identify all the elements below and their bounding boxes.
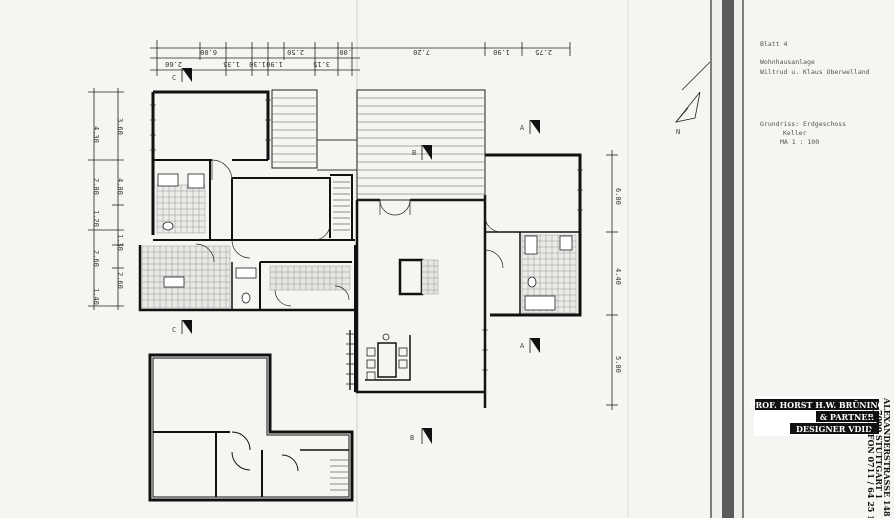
terrace-hatching bbox=[271, 89, 486, 201]
svg-text:1.35: 1.35 bbox=[223, 60, 240, 68]
svg-text:2.60: 2.60 bbox=[92, 250, 100, 267]
stamp-line2: & PARTNER bbox=[820, 412, 875, 422]
svg-text:B: B bbox=[410, 434, 414, 442]
svg-text:2.00: 2.00 bbox=[92, 178, 100, 195]
north-label: N bbox=[676, 128, 680, 136]
drawing-subtitle: Keller bbox=[783, 129, 807, 137]
section-marker-c-bottom: C bbox=[172, 320, 192, 334]
svg-text:1.30: 1.30 bbox=[116, 234, 124, 251]
svg-text:1.90: 1.90 bbox=[266, 60, 283, 68]
binding-bar bbox=[722, 0, 734, 518]
project-name: Wohnhausanlage bbox=[760, 58, 815, 66]
section-marker-a-top: A bbox=[520, 120, 540, 134]
svg-text:2.50: 2.50 bbox=[287, 48, 304, 56]
top-dimension-labels: 2.60 6.00 1.35 1.30 1.90 2.50 3.15 .00 7… bbox=[165, 48, 552, 68]
svg-text:7.20: 7.20 bbox=[413, 48, 430, 56]
svg-text:B: B bbox=[412, 149, 416, 157]
svg-text:C: C bbox=[172, 74, 176, 82]
stamp-line1: PROF. HORST H.W. BRÜNING bbox=[749, 400, 884, 410]
basement-stair bbox=[330, 459, 348, 491]
drawing-scale: MA 1 : 100 bbox=[780, 138, 819, 146]
living-furniture bbox=[346, 330, 408, 390]
stamp-vertical-3: TELEFON 0711 / 64 25 15 bbox=[866, 410, 876, 518]
svg-text:A: A bbox=[520, 124, 525, 132]
svg-text:.00: .00 bbox=[339, 48, 352, 56]
door-swings bbox=[195, 159, 504, 307]
right-dimension-labels: 6.00 4.40 5.00 bbox=[614, 188, 622, 373]
svg-text:A: A bbox=[520, 342, 525, 350]
section-marker-b-bottom: B bbox=[410, 428, 432, 444]
basement-plan bbox=[148, 353, 354, 502]
right-dimension-chain bbox=[606, 150, 618, 410]
svg-text:6.00: 6.00 bbox=[614, 188, 622, 205]
svg-text:2.75: 2.75 bbox=[535, 48, 552, 56]
stamp-vertical-2: 7000 STUTTGART 1 bbox=[874, 410, 884, 499]
svg-text:5.00: 5.00 bbox=[614, 356, 622, 373]
stamp-vertical-1: ALEXANDERSTRASSE 148 bbox=[882, 397, 892, 517]
svg-text:4.30: 4.30 bbox=[92, 126, 100, 143]
sheet-number: Blatt 4 bbox=[760, 40, 787, 48]
svg-text:4.40: 4.40 bbox=[614, 268, 622, 285]
svg-text:1.40: 1.40 bbox=[92, 288, 100, 305]
section-marker-b-top: B bbox=[412, 145, 432, 160]
svg-text:2.60: 2.60 bbox=[165, 60, 182, 68]
svg-text:6.00: 6.00 bbox=[200, 48, 217, 56]
top-dimension-chain bbox=[150, 40, 571, 76]
section-marker-c-top: C bbox=[172, 68, 192, 82]
drawing-title: Grundriss: Erdgeschoss bbox=[760, 120, 846, 128]
left-dimension-chain bbox=[88, 88, 124, 310]
bathroom-fixtures bbox=[157, 173, 573, 311]
svg-text:1.20: 1.20 bbox=[92, 210, 100, 227]
svg-text:3.60: 3.60 bbox=[116, 118, 124, 135]
svg-text:4.00: 4.00 bbox=[116, 178, 124, 195]
client-name: Wiltrud u. Klaus Oberwelland bbox=[760, 68, 870, 76]
ground-floor-walls bbox=[138, 90, 582, 408]
svg-text:3.15: 3.15 bbox=[313, 60, 330, 68]
stair bbox=[333, 181, 350, 231]
title-block-text: Blatt 4 Wohnhausanlage Wiltrud u. Klaus … bbox=[760, 40, 870, 146]
section-marker-a-bottom: A bbox=[520, 338, 540, 353]
left-dimension-labels: 3.60 4.30 4.00 2.00 1.20 1.30 2.60 2.60 … bbox=[92, 118, 124, 305]
architect-stamp: PROF. HORST H.W. BRÜNING & PARTNER DESIG… bbox=[749, 396, 892, 518]
svg-text:2.60: 2.60 bbox=[116, 272, 124, 289]
svg-text:1.90: 1.90 bbox=[493, 48, 510, 56]
windows bbox=[150, 99, 583, 371]
north-arrow bbox=[674, 61, 711, 123]
svg-text:C: C bbox=[172, 326, 176, 334]
svg-text:1.30: 1.30 bbox=[249, 60, 266, 68]
stamp-line3: DESIGNER VDID bbox=[796, 424, 872, 434]
